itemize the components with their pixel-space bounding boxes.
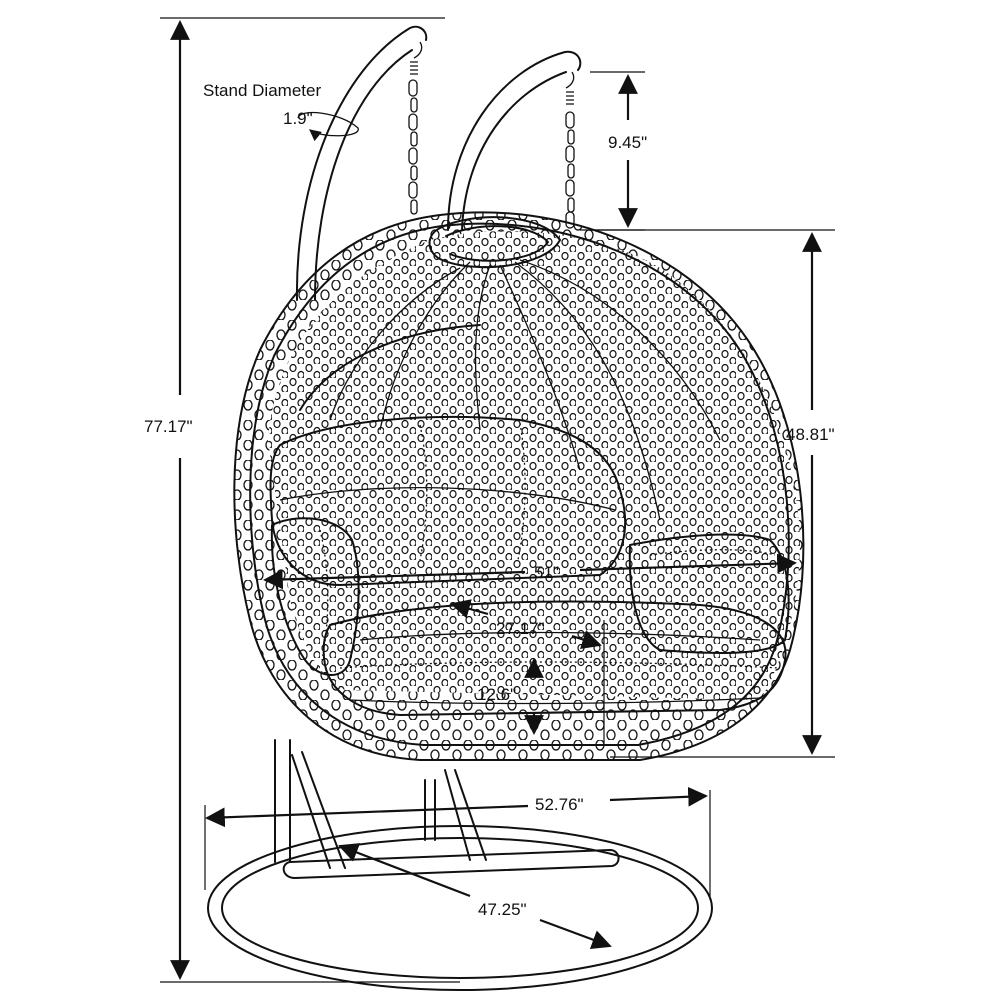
right-pillow [628,533,790,654]
stand-diameter-title: Stand Diameter [203,81,321,100]
basket-width-label: 51" [534,563,559,582]
base-width-label: 52.76" [535,795,584,814]
base-depth-label: 47.25" [478,900,527,919]
left-arch [295,25,428,301]
seat-cushion [322,600,787,716]
seat-height-label: 12.6" [477,685,516,704]
wicker-basket [233,211,805,761]
hanging-chains [408,41,575,229]
seat-depth-label: 27.17" [496,619,545,638]
overall-height-label: 77.17" [144,417,193,436]
right-arch [447,50,582,231]
dimensions [160,17,835,983]
stand-diameter-value: 1.9" [283,109,313,128]
basket-height-label: 48.81" [786,425,835,444]
base-ring [207,825,713,991]
left-pillow [270,517,360,676]
back-cushion [269,416,627,586]
hook-drop-label: 9.45" [608,133,647,152]
